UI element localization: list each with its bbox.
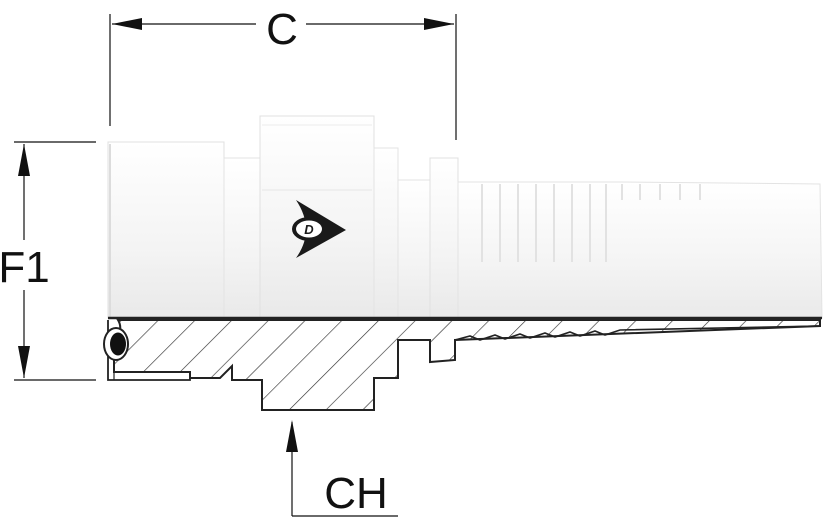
o-ring-icon (103, 327, 129, 361)
dimension-f1-label: F1 (0, 243, 50, 292)
dimension-c-label: C (266, 5, 298, 54)
dimension-f1 (14, 141, 96, 381)
dimension-ch (286, 420, 398, 517)
flange (429, 157, 459, 319)
collar-step (397, 179, 431, 319)
logo-letter: D (304, 222, 314, 237)
hose-tail (457, 181, 823, 319)
section-hatched-area (113, 319, 821, 411)
dimension-ch-label: CH (324, 469, 388, 518)
neck (223, 157, 261, 319)
nipple-end (107, 141, 225, 319)
fitting-section (103, 319, 821, 411)
hose-tail-serrations (454, 325, 821, 341)
collar (373, 147, 399, 319)
dunlop-d-logo-icon: D (292, 200, 346, 258)
fitting-exterior: D (107, 115, 823, 319)
dimension-c (109, 14, 457, 140)
